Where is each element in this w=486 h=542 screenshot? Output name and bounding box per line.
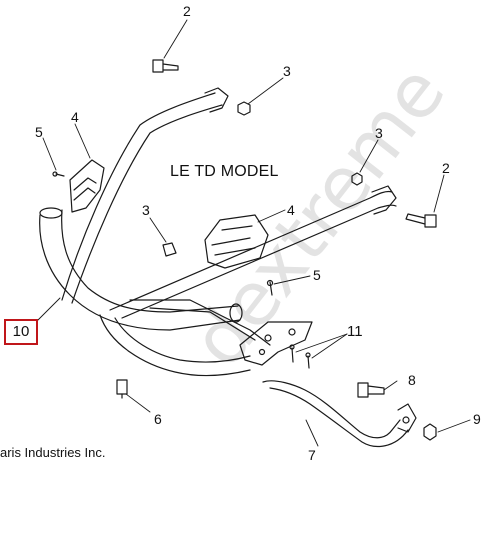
callout-11: 11 [347, 323, 363, 340]
bolt-6 [116, 379, 128, 399]
bolt-8 [357, 382, 385, 398]
callout-3-right: 3 [375, 125, 383, 141]
front-bumper-hoop [39, 207, 251, 377]
lower-bumper-curve [129, 299, 271, 346]
model-title: LE TD MODEL [170, 163, 279, 180]
callout-5-mid: 5 [313, 267, 321, 283]
part-4-mid-pad [204, 214, 269, 269]
part-4-left-pad [69, 159, 105, 213]
leader-lines [37, 19, 471, 447]
nut-3-top [237, 101, 251, 116]
screw-5-left [52, 171, 65, 177]
screw-5-mid [266, 279, 274, 296]
bolt-2-top [152, 59, 179, 73]
callout-8: 8 [408, 372, 416, 388]
highlighted-callout-10[interactable]: 10 [4, 319, 38, 345]
callout-3-mid: 3 [142, 202, 150, 218]
callout-4-left: 4 [71, 109, 79, 125]
bolt-2-right [405, 213, 437, 228]
nut-3-right [351, 172, 363, 186]
callout-7: 7 [308, 447, 316, 463]
diagonal-bumper-bar [109, 185, 397, 319]
copyright-text: aris Industries Inc. [0, 445, 106, 460]
callout-9: 9 [473, 411, 481, 427]
mount-bracket-plate [239, 321, 313, 366]
bolts-11 [289, 344, 311, 369]
nut-9 [423, 423, 437, 441]
clip-3-mid [162, 242, 177, 257]
callout-6: 6 [154, 411, 162, 427]
callout-5-left: 5 [35, 124, 43, 140]
upper-bumper-tube [61, 87, 229, 304]
callout-2-right: 2 [442, 160, 450, 176]
side-rail-7 [262, 380, 417, 448]
callout-3-top: 3 [283, 63, 291, 79]
callout-4-mid: 4 [287, 202, 295, 218]
callout-2-top: 2 [183, 3, 191, 19]
